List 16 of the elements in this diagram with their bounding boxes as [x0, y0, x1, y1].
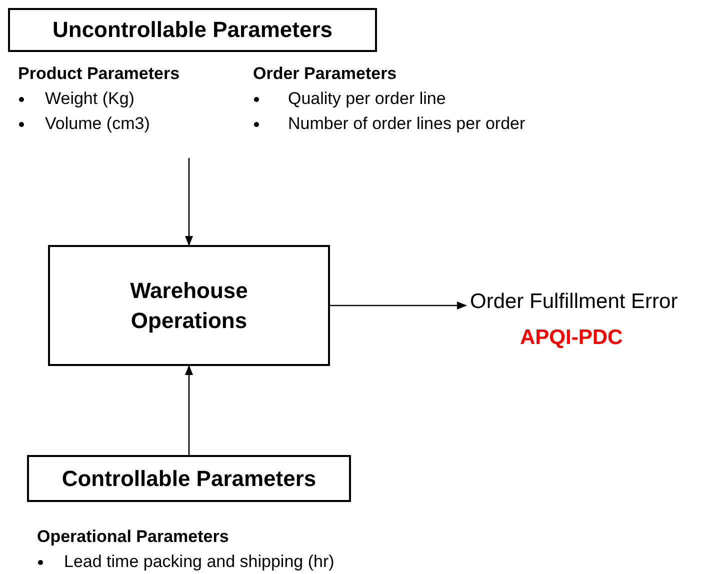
list-heading: Operational Parameters — [37, 527, 229, 547]
arrow — [330, 302, 467, 310]
list-item: Number of order lines per order — [288, 114, 526, 134]
list-heading: Order Parameters — [253, 64, 397, 84]
metric-label: APQI-PDC — [520, 326, 623, 350]
list-item: Lead time packing and shipping (hr) — [64, 552, 334, 572]
list-item: Quality per order line — [288, 89, 446, 109]
list-item: Weight (Kg) — [45, 89, 134, 109]
node-text: Controllable Parameters — [62, 466, 316, 492]
node-text: Order Fulfillment Error — [470, 290, 678, 314]
node-text: Warehouse Operations — [129, 276, 249, 335]
list-heading: Product Parameters — [18, 64, 180, 84]
arrow — [185, 158, 193, 246]
list-item: Volume (cm3) — [45, 114, 150, 134]
arrow — [185, 365, 193, 455]
node-text: Uncontrollable Parameters — [52, 17, 332, 43]
